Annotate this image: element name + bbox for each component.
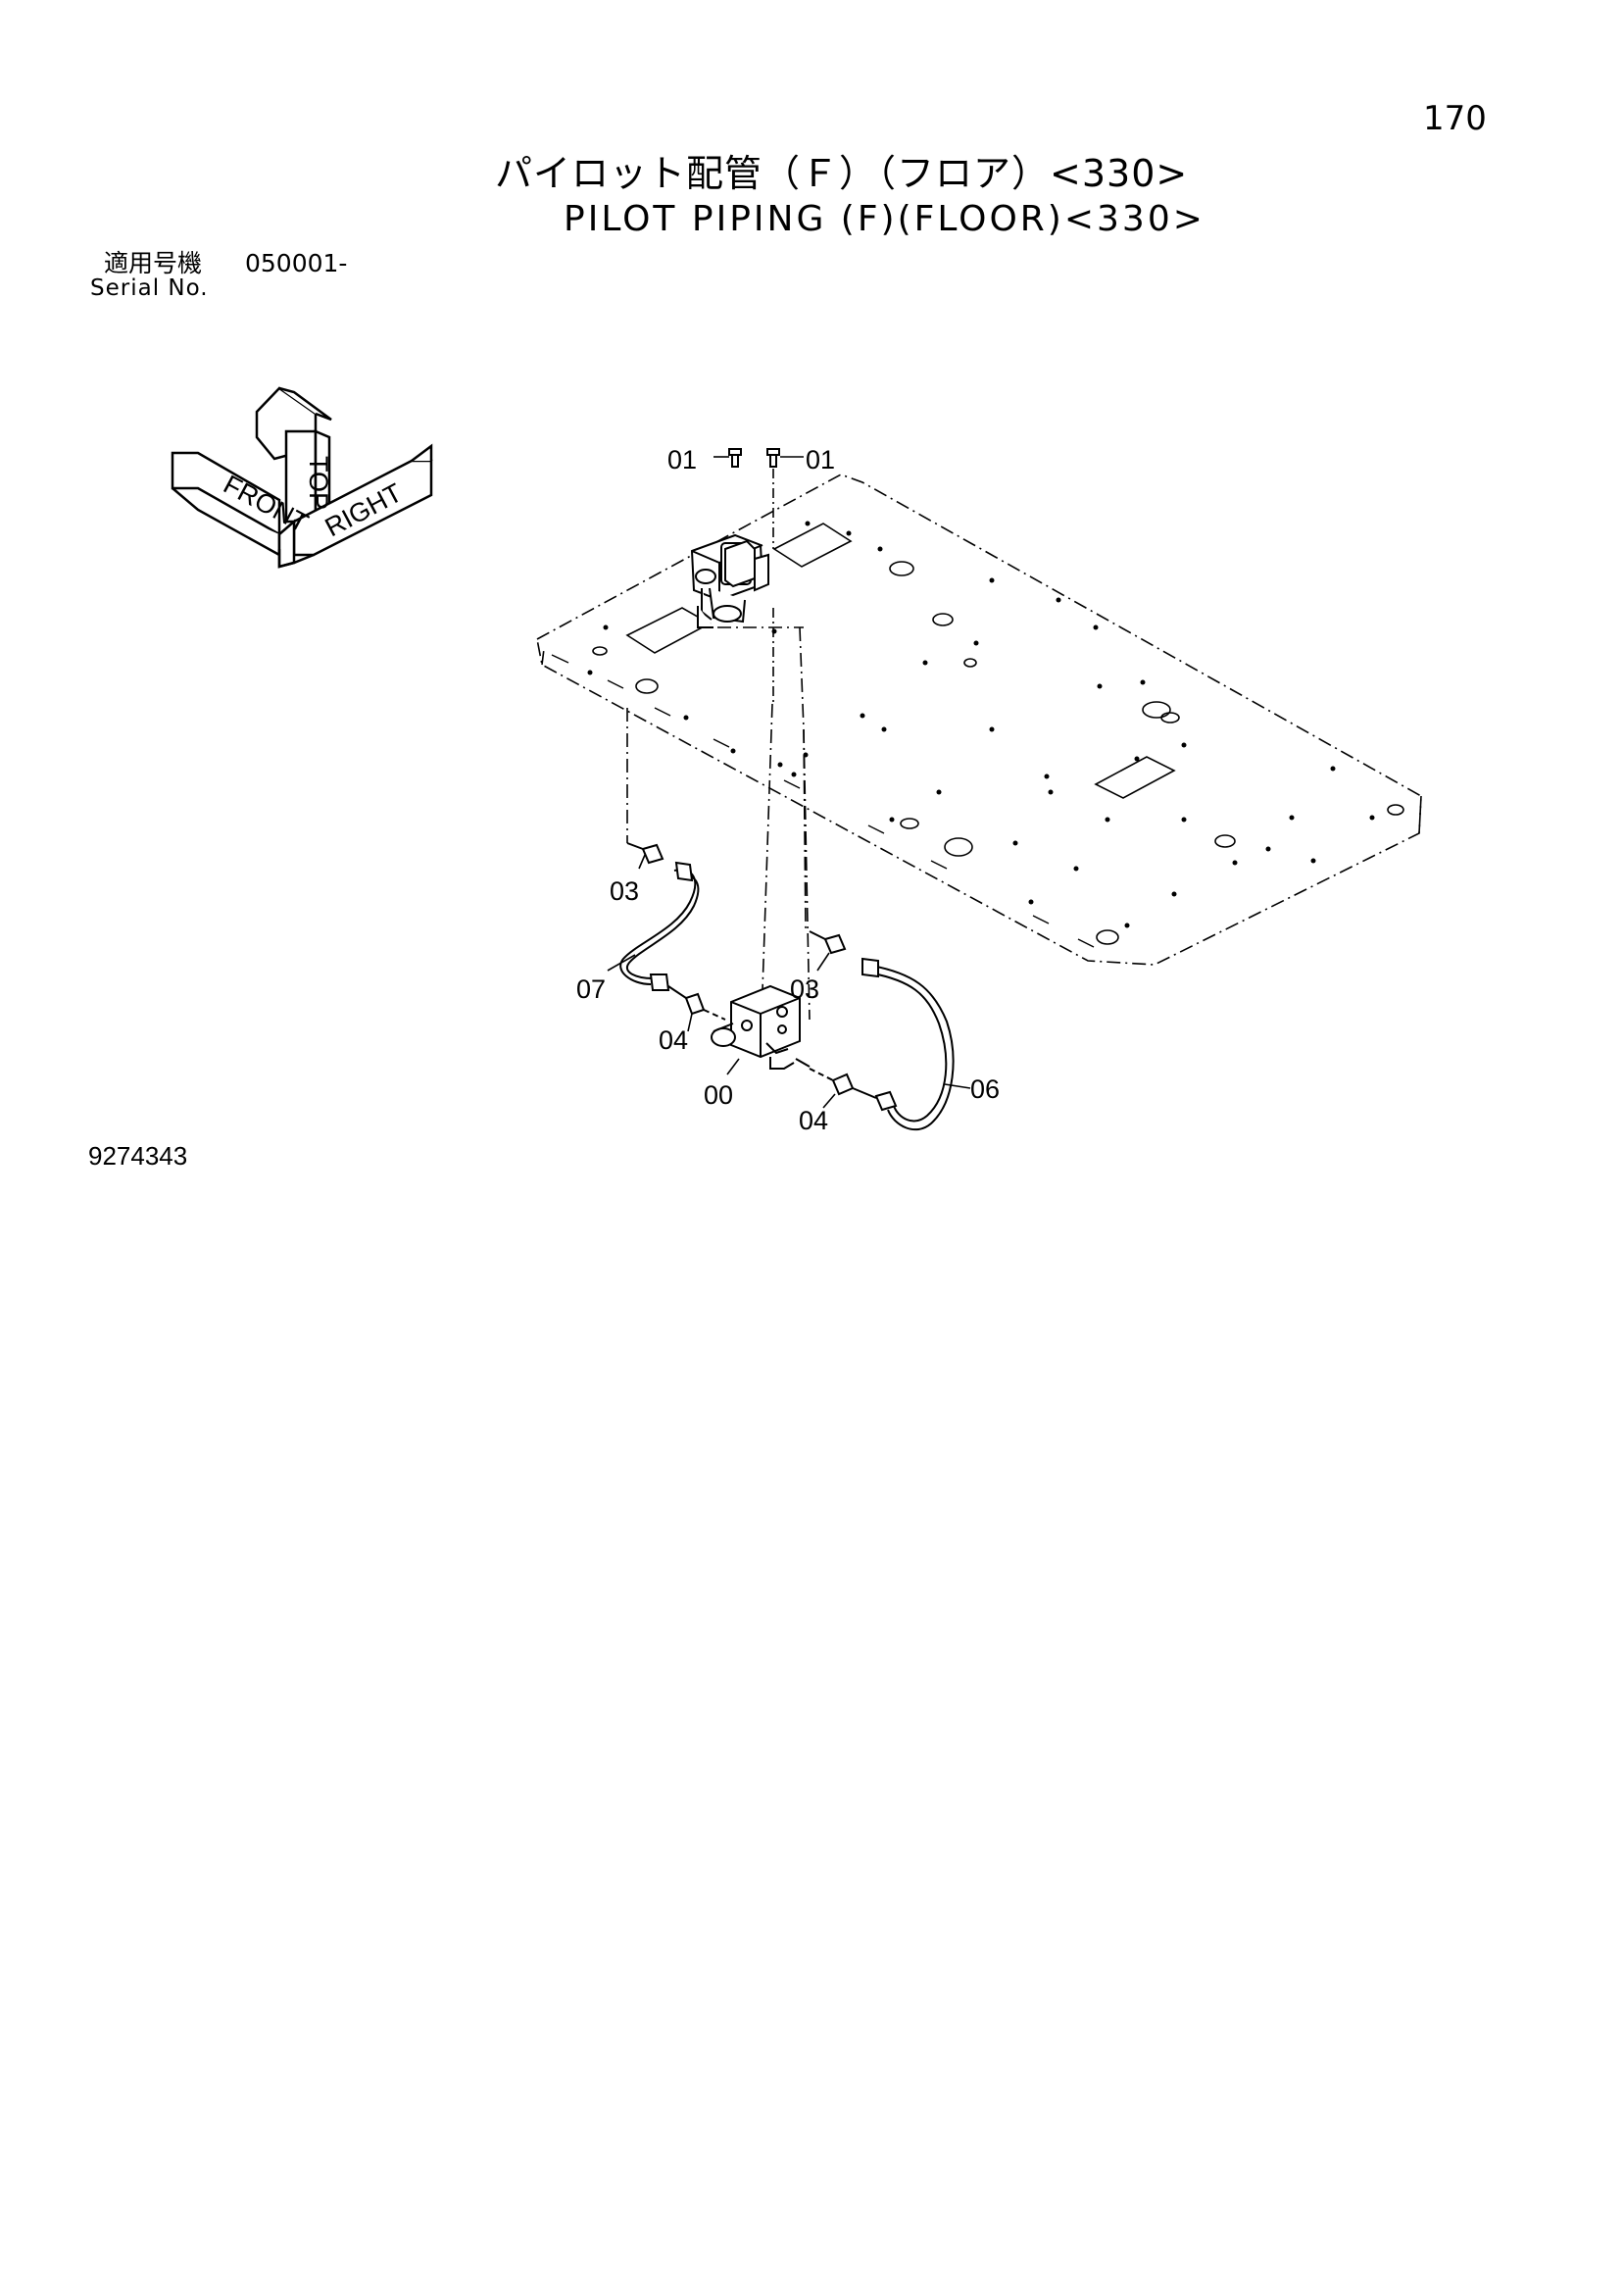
callout-07: 07: [576, 974, 606, 1004]
fitting-04-left: [667, 985, 726, 1021]
fitting-07-end-lower: [649, 973, 670, 991]
fitting-07-end-upper: [674, 861, 694, 882]
callout-01-left: 01: [667, 445, 697, 474]
hose-06: [865, 964, 955, 1130]
serial-value: 050001-: [245, 249, 348, 277]
plate-hatch-marks: [551, 654, 1095, 948]
bolt-01-left: [728, 448, 742, 468]
callout-leaders: [607, 854, 971, 1109]
page-number: 170: [1423, 99, 1487, 138]
fitting-06-end-lower: [874, 1090, 898, 1112]
callout-03-right: 03: [790, 974, 819, 1004]
valve-outlet-pipe: [769, 1057, 811, 1070]
callout-03-left: 03: [610, 876, 639, 906]
fitting-04-right: [809, 1068, 877, 1099]
callout-06: 06: [970, 1074, 1000, 1104]
title-english: PILOT PIPING (F)(FLOOR)<330>: [564, 199, 1205, 239]
plate-bolt-holes: [587, 521, 1375, 928]
routing-lines: [626, 626, 811, 1021]
callout-04-right: 04: [799, 1106, 828, 1135]
floor-plate: [536, 474, 1422, 966]
callout-04-left: 04: [659, 1025, 688, 1055]
orientation-indicator: [171, 386, 433, 569]
valve-block-00: [711, 984, 801, 1059]
callout-01-right: 01: [806, 445, 835, 474]
fitting-03-left: [626, 842, 664, 865]
plate-holes: [592, 561, 1404, 945]
title-japanese: パイロット配管（Ｆ）（フロア）<330>: [495, 152, 1189, 195]
hose-07: [619, 869, 700, 985]
fitting-06-end-upper: [861, 957, 879, 978]
fitting-03-right: [809, 930, 847, 955]
pilot-valve-assembly: [690, 533, 769, 628]
serial-label-english: Serial No.: [90, 275, 209, 301]
orientation-top-label: TOP: [304, 456, 333, 510]
leader-lines-01: [713, 456, 804, 704]
callout-00: 00: [704, 1080, 733, 1110]
serial-label-japanese: 適用号機: [104, 249, 203, 277]
drawing-number: 9274343: [88, 1141, 188, 1171]
bolt-01-right: [766, 448, 780, 468]
